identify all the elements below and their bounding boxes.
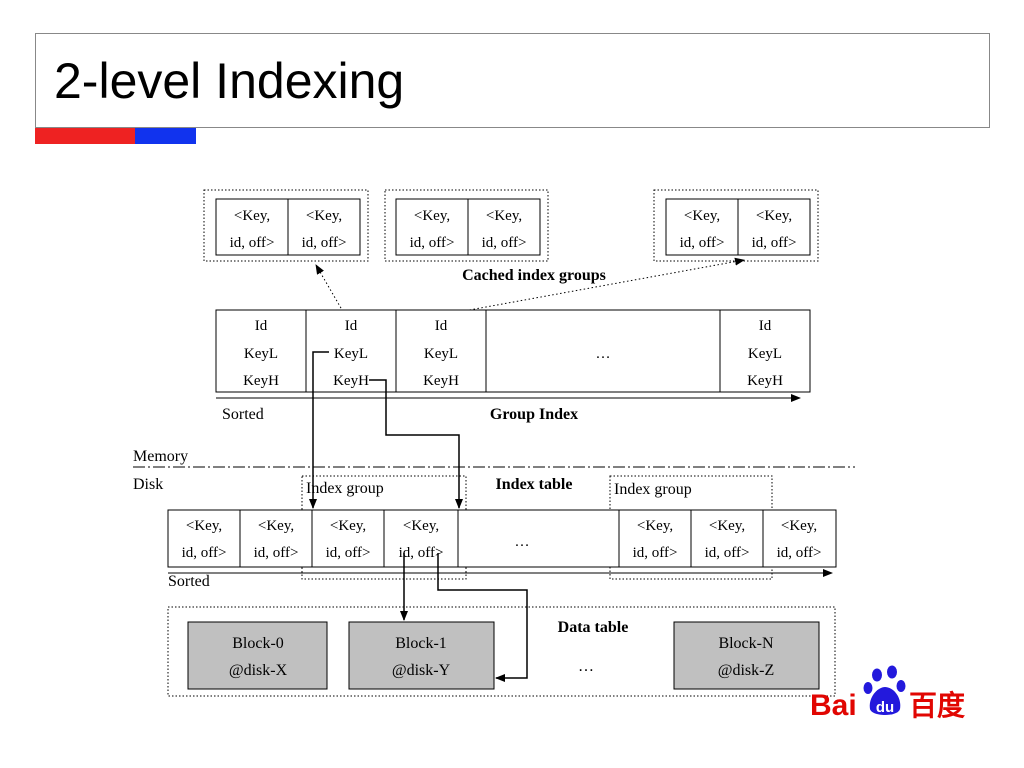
block-name: Block-0 [232,635,284,652]
index-group-outline [301,475,467,580]
group-index-keyh: KeyH [333,373,369,389]
group-index-label: Group Index [490,406,578,423]
cache-link-arrow [441,257,745,316]
keyh-pointer-arrow [369,379,463,509]
group-index-keyh: KeyH [423,373,459,389]
index-cell-key: <Key, [330,518,366,534]
logo-text-bai: Bai [810,689,857,722]
index-cell-key: <Key, [258,518,294,534]
index-table-ellipsis: … [515,534,530,550]
index-table: <Key, id, off> <Key, id, off> <Key, id, … [167,509,837,568]
cached-cell-idoff: id, off> [230,235,275,251]
cached-group-2: <Key, id, off> <Key, id, off> [384,189,549,262]
block-disk: @disk-Z [718,662,775,679]
cached-cell-key: <Key, [234,208,270,224]
index-table-label: Index table [496,476,573,493]
cached-cell-key: <Key, [684,208,720,224]
data-block-n: Block-N @disk-Z [673,621,820,690]
group-index-id: Id [345,318,358,334]
logo-text-chinese: 百度 [909,689,965,722]
index-cell-key: <Key, [186,518,222,534]
logo-text-du: du [876,699,894,716]
index-group-label: Index group [306,480,384,497]
block-name: Block-1 [395,635,447,652]
group-index-id: Id [759,318,772,334]
cached-index-groups-label: Cached index groups [462,267,606,284]
index-group-label: Index group [614,481,692,498]
index-cell-idoff: id, off> [777,545,822,561]
group-index-table: Id KeyL KeyH Id KeyL KeyH Id KeyL KeyH …… [215,309,811,393]
index-cell-idoff: id, off> [633,545,678,561]
data-block-1: Block-1 @disk-Y [348,621,495,690]
cached-cell-idoff: id, off> [680,235,725,251]
group-index-sorted-label: Sorted [222,406,264,423]
index-cell-key: <Key, [781,518,817,534]
group-index-keyh: KeyH [747,373,783,389]
baidu-logo: Bai du 百度 [810,665,965,722]
cached-cell-idoff: id, off> [482,235,527,251]
cached-group-1: <Key, id, off> <Key, id, off> [203,189,369,262]
disk-label: Disk [133,476,163,493]
slide-title: 2-level Indexing [54,53,405,109]
block-name: Block-N [718,635,774,652]
group-index-keyl: KeyL [748,346,782,362]
data-table-ellipsis: … [578,658,594,675]
cached-cell-key: <Key, [414,208,450,224]
group-index-keyl: KeyL [244,346,278,362]
index-cell-idoff: id, off> [182,545,227,561]
index-cell-idoff: id, off> [254,545,299,561]
accent-bar-blue [135,128,196,144]
data-table-label: Data table [558,619,629,636]
group-index-id: Id [255,318,268,334]
keyl-pointer-arrow [309,351,329,509]
cached-cell-idoff: id, off> [410,235,455,251]
cache-link-arrow [315,264,346,316]
cached-cell-key: <Key, [486,208,522,224]
group-index-id: Id [435,318,448,334]
index-cell-idoff: id, off> [705,545,750,561]
data-table-outline [167,606,836,697]
paw-icon: du [863,665,906,716]
index-cell-key: <Key, [709,518,745,534]
group-index-keyl: KeyL [334,346,368,362]
cached-cell-idoff: id, off> [752,235,797,251]
block-disk: @disk-X [229,662,288,679]
data-block-0: Block-0 @disk-X [187,621,328,690]
cached-group-3: <Key, id, off> <Key, id, off> [653,189,819,262]
index-cell-idoff: id, off> [399,545,444,561]
memory-label: Memory [133,448,188,465]
group-index-keyh: KeyH [243,373,279,389]
title-box: 2-level Indexing [35,33,990,128]
block-disk: @disk-Y [392,662,451,679]
cached-cell-idoff: id, off> [302,235,347,251]
cached-cell-key: <Key, [756,208,792,224]
index-cell-idoff: id, off> [326,545,371,561]
group-index-keyl: KeyL [424,346,458,362]
index-cell-key: <Key, [637,518,673,534]
group-index-ellipsis: … [596,346,611,362]
index-table-sorted-label: Sorted [168,573,210,590]
cached-cell-key: <Key, [306,208,342,224]
index-cell-key: <Key, [403,518,439,534]
accent-bar-red [35,128,135,144]
block-pointer-arrow [437,553,528,682]
